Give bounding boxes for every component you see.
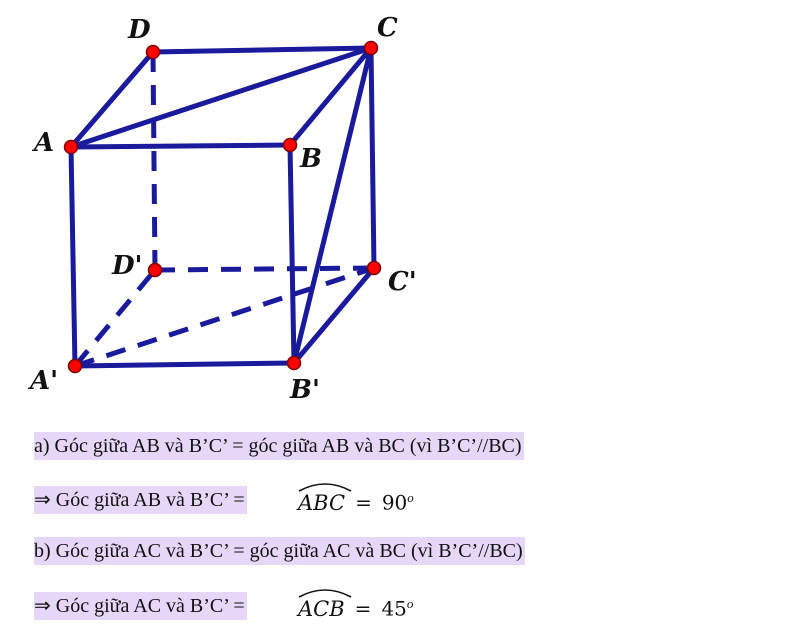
vertex-D — [145, 44, 161, 60]
edge-DC — [150, 45, 374, 55]
edge-DD1 — [150, 51, 158, 271]
answer-b-text: b) Góc giữa AC và B’C’ = góc giữa AC và … — [34, 540, 523, 562]
answer-a-line: a) Góc giữa AB và B’C’ = góc giữa AB và … — [34, 432, 524, 460]
label-C: C — [377, 13, 398, 43]
edge-CC1 — [368, 45, 377, 271]
label-D: D — [127, 15, 151, 45]
edge-A1C1 — [74, 265, 375, 369]
angle-value-a: 90 — [381, 490, 408, 515]
edge-AB — [68, 142, 293, 150]
conclusion-a-math: ABC = 90o — [298, 482, 416, 515]
conclusion-b-text: ⇒ Góc giữa AC và B’C’ = — [34, 595, 245, 617]
label-A: A — [31, 128, 54, 158]
vertex-B1 — [286, 355, 302, 371]
angle-ABC: ABC — [298, 482, 352, 517]
answer-a-text: a) Góc giữa AB và B’C’ = góc giữa AB và … — [34, 435, 522, 457]
edge-BC — [287, 45, 374, 148]
edge-B1C — [291, 45, 374, 366]
equals-sign-b: = — [354, 596, 372, 621]
angle-ABC-label: ABC — [298, 490, 346, 515]
edge-A1B1 — [72, 360, 297, 369]
edge-AA1 — [68, 144, 78, 369]
arc-hat-icon — [298, 588, 352, 598]
label-B1: B' — [289, 375, 320, 405]
edge-A1D1 — [73, 268, 157, 368]
vertex-A — [63, 139, 79, 155]
edge-AC — [68, 45, 374, 150]
edge-D1C1 — [154, 265, 375, 273]
edge-BB1 — [287, 142, 297, 366]
label-B: B — [299, 144, 322, 174]
conclusion-b-line: ⇒ Góc giữa AC và B’C’ = — [34, 592, 247, 620]
angle-ACB-label: ACB — [298, 596, 345, 621]
label-C1: C' — [388, 267, 417, 297]
degree-mark-b: o — [406, 596, 414, 611]
answer-b-line: b) Góc giữa AC và B’C’ = góc giữa AC và … — [34, 537, 525, 565]
vertex-C1 — [366, 260, 382, 276]
vertex-D1 — [147, 262, 163, 278]
cube-diagram: D C A B D' C' A' B' — [27, 13, 417, 405]
equals-sign-a: = — [355, 490, 372, 515]
vertex-A1 — [67, 358, 83, 374]
arc-hat-icon — [298, 482, 352, 492]
label-D1: D' — [111, 251, 143, 281]
conclusion-b-math: ACB = 45o — [298, 588, 416, 621]
vertex-B — [282, 137, 298, 153]
label-A1: A' — [27, 366, 58, 396]
angle-value-b: 45 — [381, 596, 407, 621]
edge-AD — [68, 49, 156, 150]
degree-mark-a: o — [407, 490, 414, 505]
vertex-C — [363, 40, 379, 56]
angle-ACB: ACB — [298, 588, 352, 623]
conclusion-a-line: ⇒ Góc giữa AB và B’C’ = — [34, 486, 247, 514]
conclusion-a-text: ⇒ Góc giữa AB và B’C’ = — [34, 489, 245, 511]
edge-B1C1 — [291, 265, 377, 366]
